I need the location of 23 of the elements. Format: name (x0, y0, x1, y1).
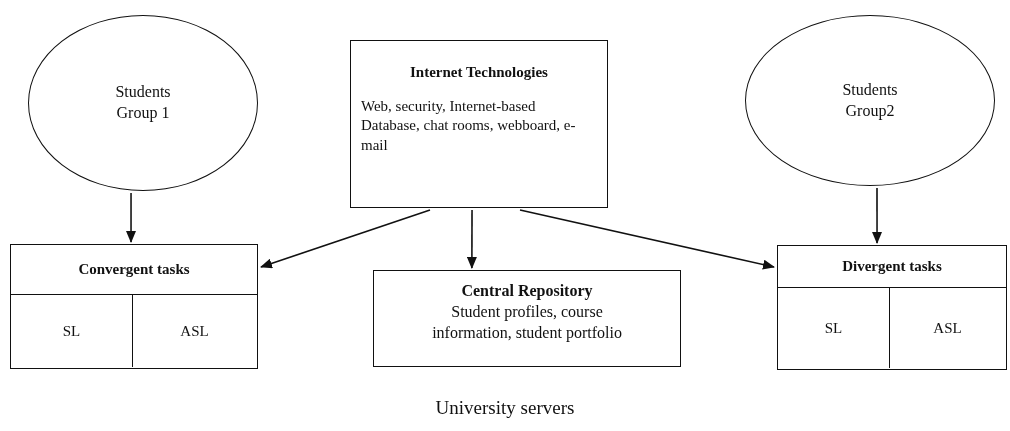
table-cell: ASL (889, 288, 1005, 368)
process-box (373, 270, 681, 367)
table-box (777, 245, 1007, 370)
table-box (10, 244, 258, 369)
table-cell: SL (778, 288, 889, 368)
table-heading: Convergent tasks (11, 245, 257, 295)
table-cell: SL (11, 295, 132, 367)
ellipse-node (745, 15, 995, 186)
arrow (872, 187, 883, 244)
caption-text: University servers (434, 397, 576, 419)
box-heading: Central Repository (460, 281, 594, 302)
arrow (260, 209, 431, 269)
box-text: Student profiles, course information, student portfolio (431, 301, 623, 344)
box-text: Web, security, Internet-based Database, chat rooms, webboard, e-mail (361, 96, 577, 155)
process-box (350, 40, 608, 208)
arrow (519, 209, 775, 270)
box-heading: Internet Technologies (409, 63, 549, 82)
node-text: Students Group 1 (114, 82, 172, 124)
arrow (466, 209, 477, 269)
node-text: Students Group2 (841, 79, 899, 122)
table-cell: ASL (132, 295, 256, 367)
table-heading: Divergent tasks (778, 246, 1006, 288)
arrow (126, 192, 137, 243)
